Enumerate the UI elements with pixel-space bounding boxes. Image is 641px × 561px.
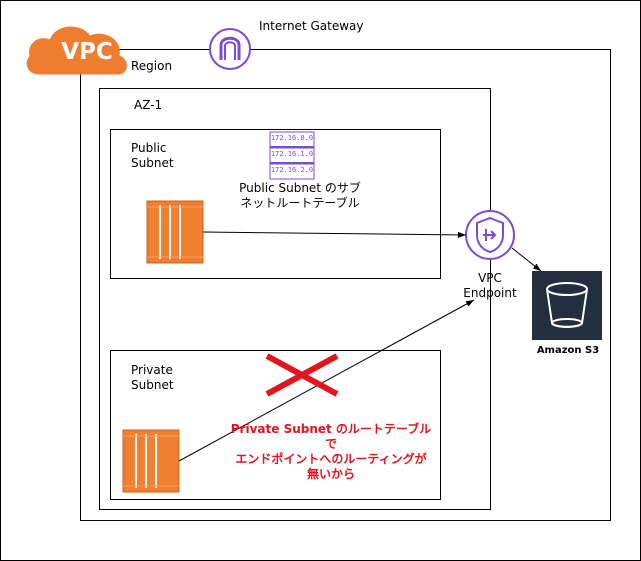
region-boundary bbox=[80, 49, 611, 521]
amazon-s3-label: Amazon S3 bbox=[536, 345, 600, 356]
vpc-cloud-icon bbox=[26, 26, 127, 75]
internet-gateway-label: Internet Gateway bbox=[259, 19, 364, 33]
internet-gateway-icon bbox=[209, 28, 251, 70]
private-subnet-label: Private Subnet bbox=[131, 363, 174, 392]
public-subnet-label: Public Subnet bbox=[131, 141, 174, 170]
az-boundary bbox=[99, 88, 491, 510]
vpc-endpoint-label: VPC Endpoint bbox=[463, 271, 517, 300]
public-subnet-boundary bbox=[110, 129, 441, 279]
region-label: Region bbox=[131, 59, 173, 73]
private-route-note: Private Subnet のルートテーブルで エンドポイントへのルーティング… bbox=[230, 422, 432, 481]
private-subnet-boundary bbox=[110, 350, 441, 500]
az-label: AZ-1 bbox=[134, 98, 163, 112]
route-table-entry-3: 172.16.2.0 bbox=[270, 166, 314, 174]
route-table-icon bbox=[269, 131, 315, 180]
public-ec2-instance-icon bbox=[146, 200, 204, 264]
private-ec2-instance-icon bbox=[122, 429, 180, 493]
route-table-entries: 172.16.0.0 172.16.1.0 172.16.2.0 bbox=[270, 131, 314, 181]
vpc-endpoint-icon bbox=[465, 210, 515, 260]
s3-bucket-icon bbox=[532, 271, 602, 340]
connection-lines bbox=[178, 231, 542, 462]
route-table-entry-2: 172.16.1.0 bbox=[270, 150, 314, 158]
s3-bucket-glyph bbox=[546, 282, 588, 328]
vpc-badge: VPC bbox=[61, 39, 113, 65]
blocked-x-icon bbox=[265, 353, 339, 397]
route-table-entry-1: 172.16.0.0 bbox=[270, 134, 314, 142]
public-route-table-label: Public Subnet のサブ ネットルートテーブル bbox=[239, 181, 361, 210]
